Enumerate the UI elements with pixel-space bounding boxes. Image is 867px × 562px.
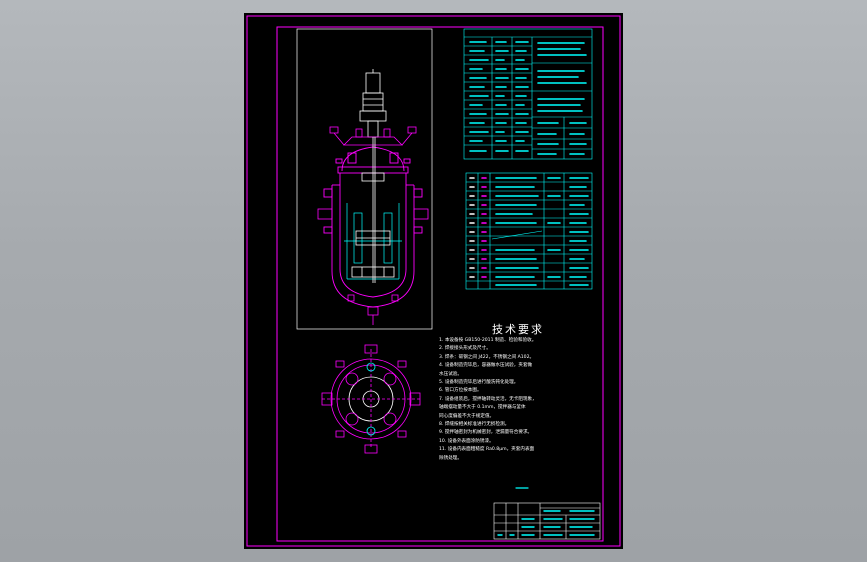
requirement-item: 2. 焊接接头形式及尺寸。 (439, 346, 491, 352)
vessel-supports (317, 208, 429, 220)
requirement-item: 6. 管口方位按本图。 (439, 388, 482, 394)
requirement-item: 7. 设备组装后，搅拌轴转动灵活，无卡阻现象， (439, 396, 537, 402)
elevation-view-frame (296, 28, 433, 330)
requirement-item: 3. 焊条：碳钢之间 J422，不锈钢之间 A102。 (439, 354, 535, 360)
reactor-plan-view (321, 344, 421, 454)
vessel-shell (339, 173, 407, 298)
technical-requirements-list: 1. 本设备按 GB150-2011 制造、检验和验收。 2. 焊接接头形式及尺… (439, 337, 607, 463)
reactor-elevation-view (317, 69, 429, 325)
title-block (493, 502, 601, 540)
requirement-item: 11. 设备内表面粗糙度 Ra0.8μm，夹套内表面 (439, 447, 535, 453)
design-table-print (469, 41, 587, 155)
agitator (351, 137, 395, 283)
requirement-item: 除锈处理。 (439, 455, 462, 461)
title-block-print (497, 510, 595, 536)
design-data-table (463, 28, 593, 160)
requirement-item: 1. 本设备按 GB150-2011 制造、检验和验收。 (439, 338, 537, 343)
requirement-item: 水压试验。 (439, 371, 462, 377)
requirement-item: 轴端摆动量不大于 0.1mm，搅拌器与釜体 (439, 405, 526, 411)
drawing-frame (246, 15, 621, 547)
requirement-item: 10. 设备外表面涂防锈漆。 (439, 438, 494, 444)
reactor-assembly-drawing (246, 15, 621, 547)
requirement-item: 4. 设备制造完毕后，容器做水压试验，夹套做 (439, 363, 533, 369)
drive-support (329, 126, 417, 146)
requirement-item: 8. 焊缝按相关标准进行无损检测。 (439, 422, 510, 428)
bottom-outlet (347, 294, 399, 325)
nozzle-table-print (469, 177, 589, 286)
requirement-item: 5. 设备制造完毕后进行酸洗钝化处理。 (439, 380, 519, 386)
technical-requirements-title: 技术要求 (492, 323, 544, 336)
requirement-item: 同心度偏差不大于规定值。 (439, 413, 495, 419)
drawing-sheet: 技术要求 1. 本设备按 GB150-2011 制造、检验和验收。 2. 焊接接… (244, 13, 623, 549)
drive-assembly (359, 69, 387, 138)
requirement-item: 9. 搅拌轴密封为机械密封，泄漏量符合要求。 (439, 430, 533, 436)
nozzle-table (465, 172, 593, 290)
